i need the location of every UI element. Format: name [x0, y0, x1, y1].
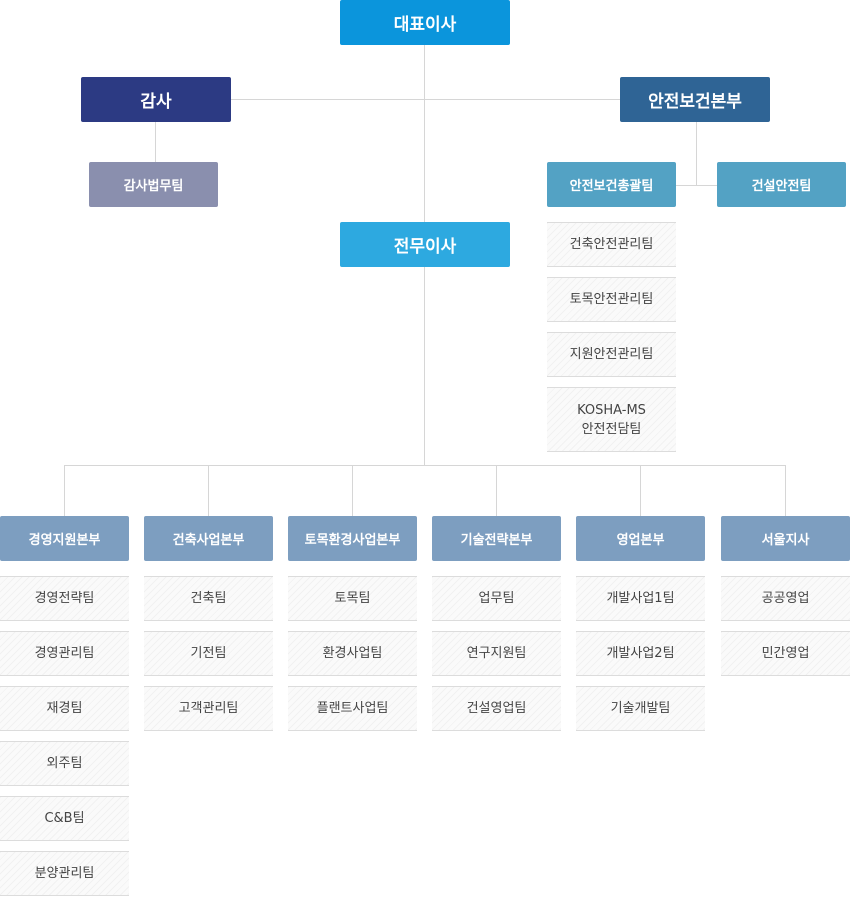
connector-division-1: [64, 465, 65, 516]
division-box: 서울지사: [721, 516, 850, 561]
team-item: 연구지원팀: [432, 631, 561, 676]
team-item: 플랜트사업팀: [288, 686, 417, 731]
division-box: 건축사업본부: [144, 516, 273, 561]
team-item: 건설영업팀: [432, 686, 561, 731]
safety-hq-box: 안전보건본부: [620, 77, 770, 122]
team-item: 개발사업2팀: [576, 631, 705, 676]
team-item: 외주팀: [0, 741, 129, 786]
audit-box: 감사: [81, 77, 231, 122]
connector-audit-safety: [231, 99, 620, 100]
team-item: 업무팀: [432, 576, 561, 621]
team-item: 분양관리팀: [0, 851, 129, 896]
connector-division-2: [208, 465, 209, 516]
connector-division-4: [496, 465, 497, 516]
safety-team-item: 건축안전관리팀: [547, 222, 676, 267]
team-item: 경영전략팀: [0, 576, 129, 621]
team-item: 건축팀: [144, 576, 273, 621]
division-box: 영업본부: [576, 516, 705, 561]
team-item: 기전팀: [144, 631, 273, 676]
connector-division-6: [785, 465, 786, 516]
connector-audit-legal: [155, 122, 156, 162]
team-item: 기술개발팀: [576, 686, 705, 731]
team-item: 민간영업: [721, 631, 850, 676]
construction-safety-team-box: 건설안전팀: [717, 162, 846, 207]
safety-team-item: 토목안전관리팀: [547, 277, 676, 322]
division-box: 토목환경사업본부: [288, 516, 417, 561]
team-item: 토목팀: [288, 576, 417, 621]
team-item: 개발사업1팀: [576, 576, 705, 621]
team-item: 경영관리팀: [0, 631, 129, 676]
connector-division-5: [640, 465, 641, 516]
safety-general-team-box: 안전보건총괄팀: [547, 162, 676, 207]
connector-safety-vertical: [696, 122, 697, 185]
audit-legal-team-box: 감사법무팀: [89, 162, 218, 207]
division-box: 기술전략본부: [432, 516, 561, 561]
team-item: C&B팀: [0, 796, 129, 841]
division-box: 경영지원본부: [0, 516, 129, 561]
team-item: 공공영업: [721, 576, 850, 621]
team-item: 재경팀: [0, 686, 129, 731]
ceo-box: 대표이사: [340, 0, 510, 45]
connector-division-3: [352, 465, 353, 516]
team-item: 환경사업팀: [288, 631, 417, 676]
managing-director-box: 전무이사: [340, 222, 510, 267]
connector-safety-subteams: [676, 185, 717, 186]
connector-divisions-horizontal: [64, 465, 786, 466]
safety-team-item: 지원안전관리팀: [547, 332, 676, 377]
safety-team-item: KOSHA-MS 안전전담팀: [547, 387, 676, 452]
team-item: 고객관리팀: [144, 686, 273, 731]
